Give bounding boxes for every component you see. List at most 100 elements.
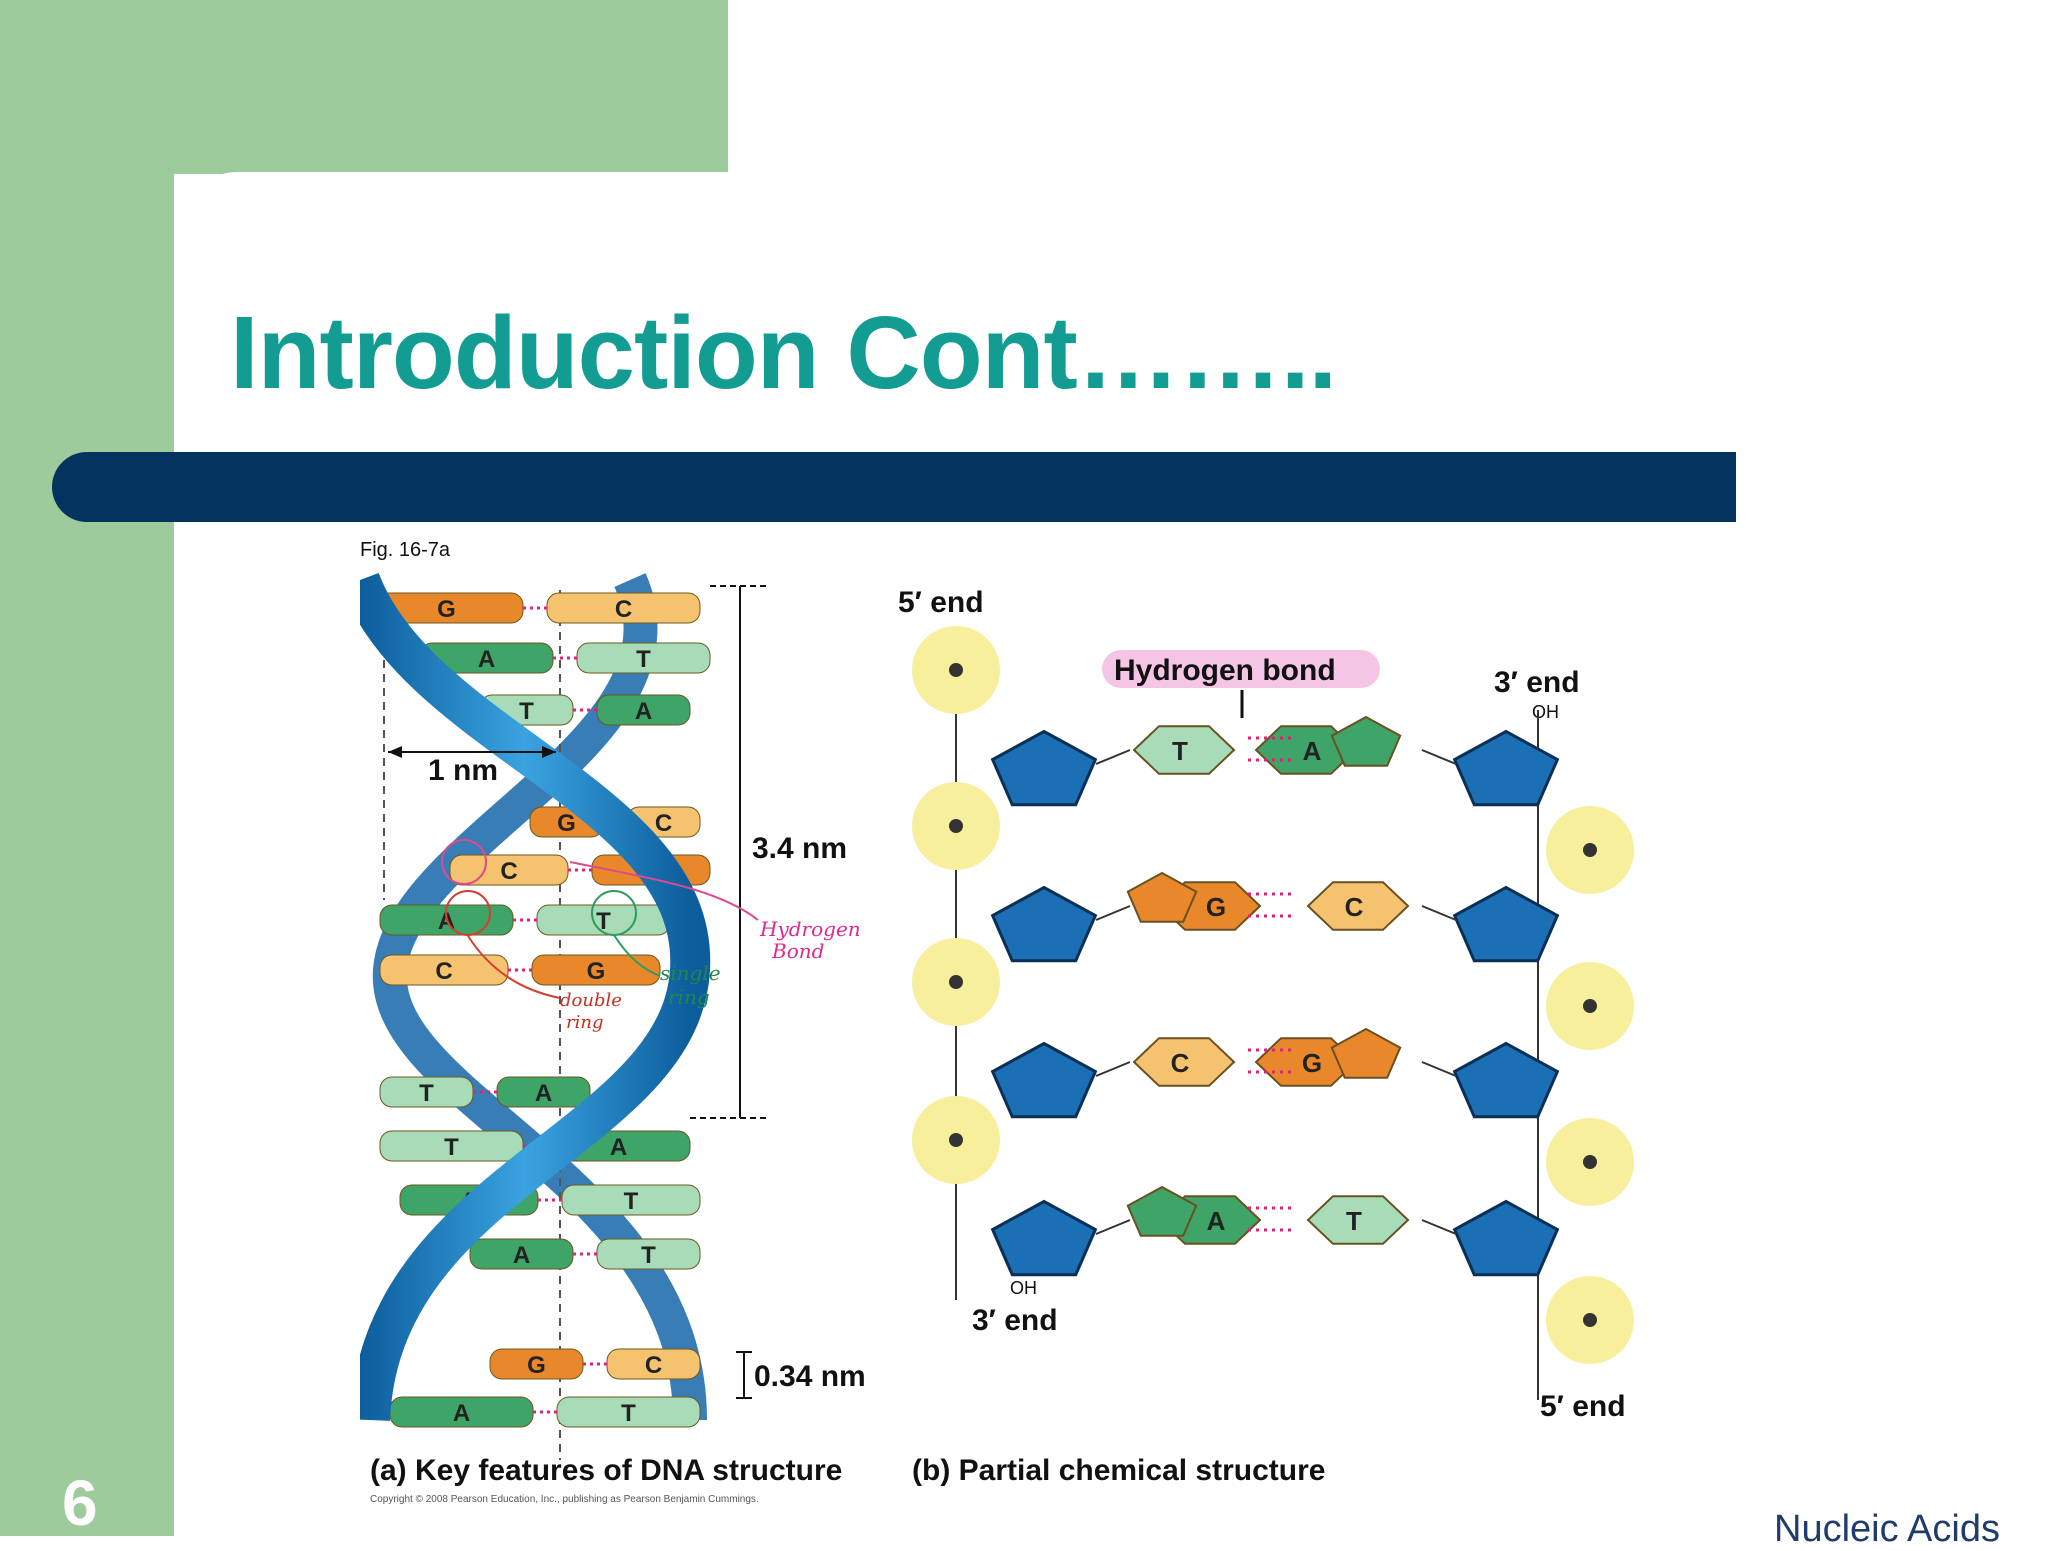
oh-label-bottom-left: OH	[1010, 1278, 1037, 1298]
end-label-top-left: 5′ end	[898, 586, 984, 619]
single-ring-annotation-line	[613, 934, 661, 977]
copyright-text: Copyright © 2008 Pearson Education, Inc.…	[370, 1494, 759, 1505]
width-label: 1 nm	[428, 754, 498, 787]
single-ring-annotation-line2: ring	[668, 985, 710, 1009]
glycosidic-bond-right	[1421, 1061, 1457, 1077]
end-label-top-right: 3′ end	[1494, 666, 1580, 699]
hbond-annotation-line	[569, 861, 759, 921]
purine-pentagon	[1126, 1185, 1198, 1237]
footer-text: Nucleic Acids	[1774, 1508, 2000, 1550]
sugar-right	[1452, 1199, 1560, 1277]
sugar-right	[1452, 885, 1560, 963]
purine-pentagon	[1330, 715, 1402, 767]
highlight-circle-a	[445, 890, 491, 936]
base-letter-left: G	[437, 596, 456, 623]
base-letter-right: G	[587, 958, 606, 985]
highlight-circle-c	[441, 839, 487, 885]
figure-number-label: Fig. 16-7a	[360, 540, 451, 561]
base-letter-left: A	[513, 1242, 530, 1269]
base-letter-left: T	[419, 1080, 434, 1107]
chemical-base-letter: G	[1206, 892, 1226, 922]
glycosidic-bond-left	[1095, 1219, 1131, 1235]
sugar-left	[990, 729, 1098, 807]
chemical-base-letter: T	[1346, 1206, 1362, 1236]
base-letter-right: A	[535, 1080, 552, 1107]
phosphorus-atom	[949, 819, 963, 833]
double-ring-annotation-line	[467, 935, 561, 999]
double-ring-annotation-line1: double	[560, 990, 622, 1011]
glycosidic-bond-right	[1421, 905, 1457, 921]
chemical-base-letter: C	[1171, 1048, 1190, 1078]
base-letter-right: C	[645, 1352, 662, 1379]
chemical-base-letter: A	[1303, 736, 1322, 766]
pyrimidine-ring	[1306, 1195, 1410, 1245]
base-letter-right: T	[621, 1400, 636, 1427]
base-letter-right: A	[635, 698, 652, 725]
base-letter-left: T	[519, 698, 534, 725]
purine-pentagon	[1330, 1027, 1402, 1079]
glycosidic-bond-right	[1421, 749, 1457, 765]
glycosidic-bond-right	[1421, 1219, 1457, 1235]
end-label-bottom-left: 3′ end	[972, 1304, 1058, 1337]
chemical-base-letter: C	[1345, 892, 1364, 922]
base-letter-right: T	[641, 1242, 656, 1269]
base-letter-right: T	[636, 646, 651, 673]
base-letter-left: T	[444, 1134, 459, 1161]
glycosidic-bond-left	[1095, 1061, 1131, 1077]
base-letter-right: T	[624, 1188, 639, 1215]
base-letter-left: C	[435, 958, 452, 985]
single-ring-annotation-line1: single	[660, 961, 721, 985]
hydrogen-bond-label: Hydrogen bond	[1114, 654, 1336, 687]
phosphorus-atom	[1583, 1313, 1597, 1327]
pyrimidine-ring	[1306, 881, 1410, 931]
glycosidic-bond-left	[1095, 905, 1131, 921]
base-letter-left: A	[478, 646, 495, 673]
sugar-left	[990, 1041, 1098, 1119]
phosphorus-atom	[1583, 843, 1597, 857]
base-letter-left: G	[527, 1352, 546, 1379]
base-letter-left: A	[453, 1400, 470, 1427]
chemical-base-letter: G	[1302, 1048, 1322, 1078]
helix-front-strand	[360, 572, 711, 1422]
width-arrowhead-left	[388, 746, 402, 758]
phosphorus-atom	[949, 975, 963, 989]
panel-a-caption: (a) Key features of DNA structure	[370, 1454, 842, 1487]
width-arrowhead-right	[542, 746, 556, 758]
glycosidic-bond-left	[1095, 749, 1131, 765]
panel-b-caption: (b) Partial chemical structure	[912, 1454, 1325, 1487]
purine-pentagon	[1126, 871, 1198, 923]
phosphorus-atom	[1583, 999, 1597, 1013]
green-background-left	[0, 0, 174, 1536]
base-letter-right: C	[615, 596, 632, 623]
pyrimidine-ring	[1132, 725, 1236, 775]
phosphate-groups	[912, 626, 1634, 1364]
base-letter-left: C	[500, 858, 517, 885]
chemical-structure-panel: 5′ end 3′ end OH OH 3′ end 5′ end Hydrog…	[898, 586, 1634, 1487]
base-letter-right: C	[655, 810, 672, 837]
sugar-right	[1452, 1041, 1560, 1119]
phosphorus-atom	[949, 1133, 963, 1147]
hydrogen-annotation-line2: Bond	[771, 939, 824, 963]
hydrogen-annotation-line1: Hydrogen	[759, 917, 861, 941]
rise-label: 0.34 nm	[754, 1360, 866, 1393]
slide-number: 6	[62, 1467, 98, 1539]
base-letter-right: A	[610, 1134, 627, 1161]
hydrogen-bond-highlight	[1102, 650, 1380, 688]
turn-length-label: 3.4 nm	[752, 832, 847, 865]
base-letter-right: T	[596, 908, 611, 935]
slide-title: Introduction Cont……..	[230, 295, 1337, 410]
